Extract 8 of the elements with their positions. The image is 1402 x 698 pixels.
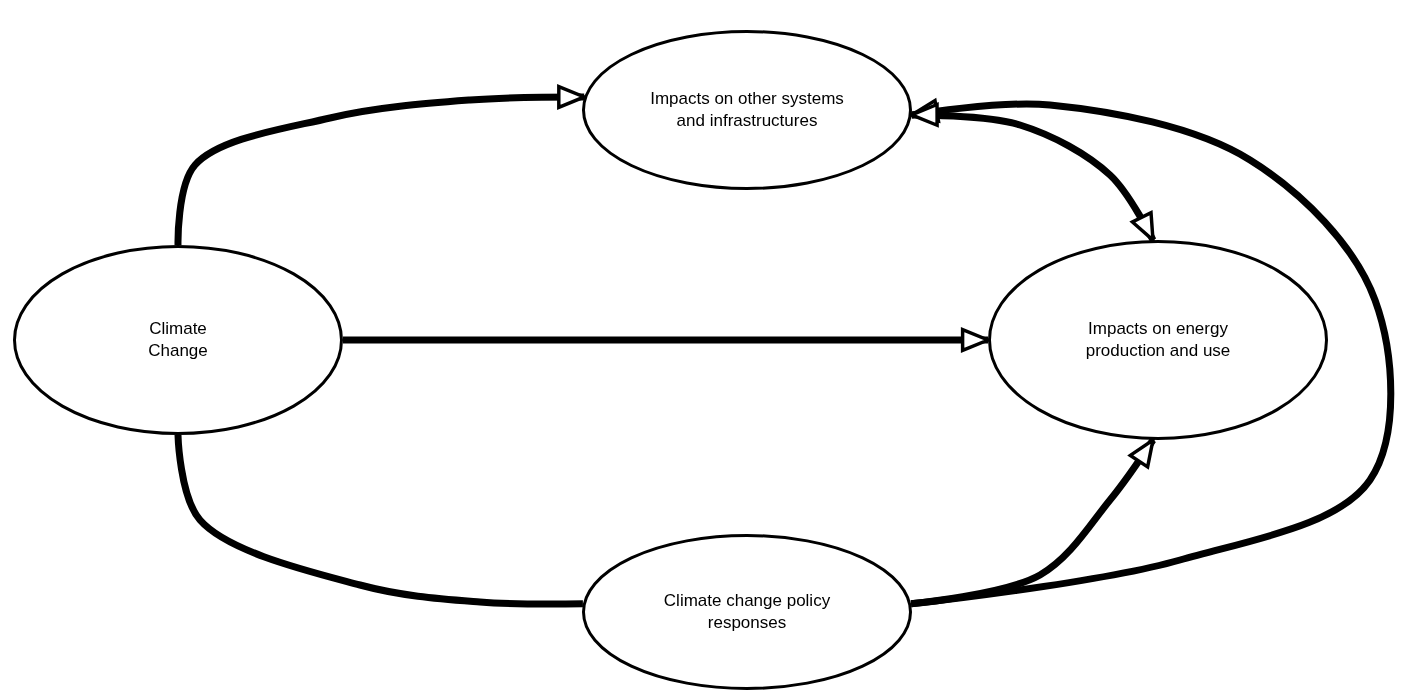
- node-label: Climate change policy responses: [662, 589, 832, 634]
- node-label: Impacts on other systems and infrastructures: [649, 87, 845, 132]
- node-label: Climate Change: [147, 317, 209, 362]
- node-label: Impacts on energy production and use: [1084, 317, 1232, 362]
- arrow: [909, 98, 1395, 608]
- arrow: [174, 84, 586, 246]
- arrow: [909, 102, 1157, 242]
- arrow: [343, 327, 990, 353]
